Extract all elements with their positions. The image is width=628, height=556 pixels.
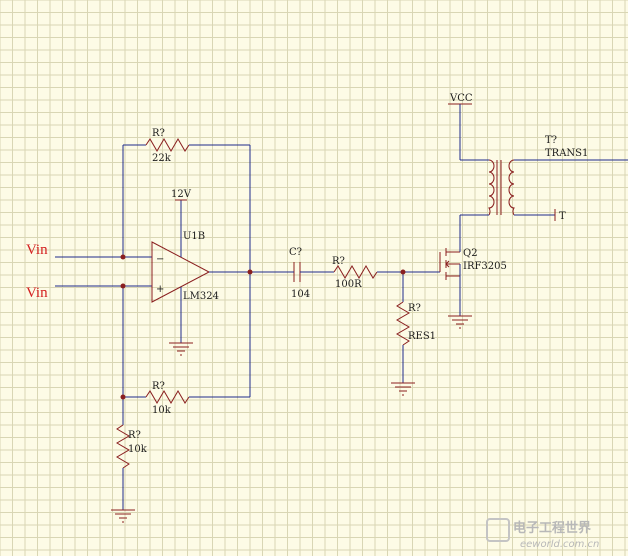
- transformer-part: TRANS1: [545, 148, 588, 159]
- pulldown-resistor-value: RES1: [408, 331, 436, 342]
- gate-resistor-value: 100R: [335, 279, 362, 290]
- transformer-symbol: [460, 159, 628, 221]
- junction-dots: [120, 254, 406, 400]
- gate-resistor-ref: R?: [332, 256, 345, 267]
- gate-resistor: [333, 265, 440, 279]
- ground-symbol-mosfet: [448, 315, 472, 329]
- opamp-supply-label: 12V: [171, 189, 192, 200]
- junction-dot: [247, 269, 253, 275]
- junction-dot: [120, 394, 126, 400]
- opamp-ref: U1B: [183, 231, 205, 242]
- watermark-logo-icon: [486, 518, 510, 542]
- capacitor-ref: C?: [289, 247, 302, 258]
- junction-dot: [400, 269, 406, 275]
- junction-dot: [120, 254, 126, 260]
- opamp-part: LM324: [183, 291, 219, 302]
- ground-feedback-resistor-ref: R?: [152, 381, 165, 392]
- watermark: 电子工程世界 eeworld.com.cn: [486, 518, 599, 550]
- mosfet-part: IRF3205: [463, 261, 507, 272]
- terminal-label: T: [559, 211, 566, 222]
- input-label-minus: Vin: [26, 242, 48, 258]
- watermark-cn: 电子工程世界: [513, 520, 591, 536]
- transformer-ref: T?: [545, 135, 557, 146]
- feedback-resistor: [123, 138, 251, 397]
- bias-resistor-ref: R?: [128, 430, 141, 441]
- pulldown-resistor-ref: R?: [408, 303, 421, 314]
- input-label-plus: Vin: [26, 285, 48, 301]
- opamp-symbol: [151, 199, 280, 343]
- watermark-en: eeworld.com.cn: [520, 539, 599, 550]
- ground-feedback-resistor-value: 10k: [152, 405, 172, 416]
- ground-symbol-bias: [111, 509, 135, 523]
- mosfet-symbol: [439, 215, 461, 316]
- vcc-supply: [448, 103, 489, 161]
- opamp-plus-sign: +: [156, 284, 164, 295]
- vcc-label: VCC: [449, 93, 473, 104]
- feedback-resistor-value: 22k: [152, 153, 172, 164]
- mosfet-ref: Q2: [463, 248, 478, 259]
- feedback-resistor-ref: R?: [152, 128, 165, 139]
- pulldown-resistor: [396, 272, 410, 383]
- capacitor-value: 104: [291, 289, 310, 300]
- ground-feedback-resistor: [123, 390, 250, 404]
- coupling-capacitor: [280, 262, 334, 282]
- ground-symbol-opamp: [169, 342, 193, 356]
- bias-resistor-value: 10k: [128, 444, 148, 455]
- ground-symbol-pulldown: [391, 382, 415, 396]
- junction-dot: [120, 283, 126, 289]
- opamp-minus-sign: −: [156, 254, 164, 265]
- input-wires: [55, 145, 152, 397]
- bias-resistor: [116, 397, 130, 510]
